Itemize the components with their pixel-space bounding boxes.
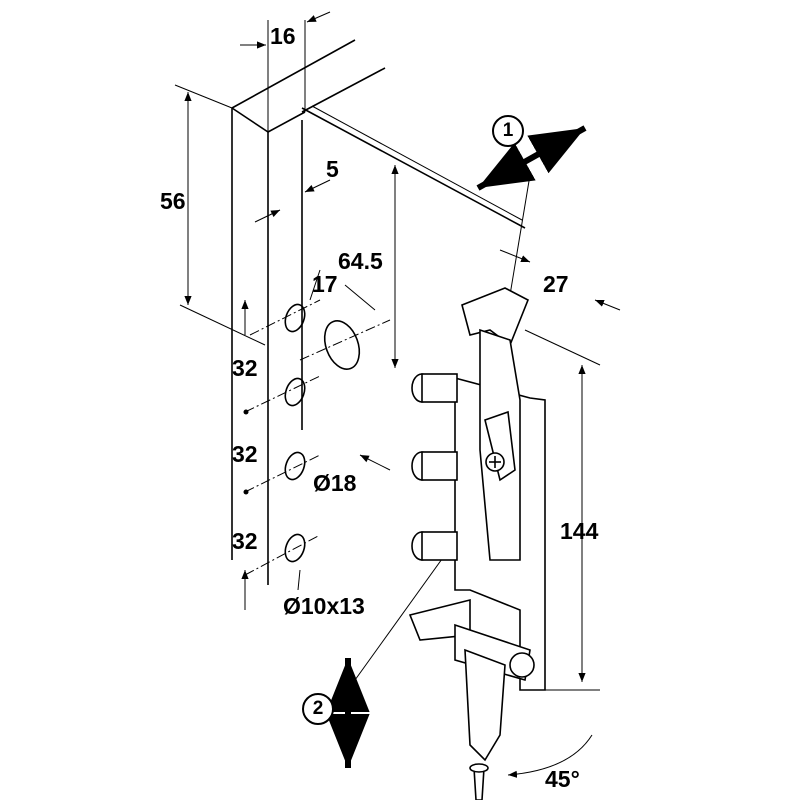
dim-pitch-3: 32 (232, 528, 258, 554)
callout-2: 2 (302, 693, 334, 725)
callout-1: 1 (492, 115, 524, 147)
dim-pitch-1: 32 (232, 355, 258, 381)
mounting-holes (243, 299, 391, 576)
dim-pitch-2: 32 (232, 441, 258, 467)
dim-56: 56 (160, 188, 186, 214)
dim-bore-diameter: Ø18 (313, 470, 357, 496)
dim-64-5: 64.5 (338, 248, 383, 274)
dimension-lines (174, 11, 621, 691)
dim-17: 17 (312, 271, 338, 297)
dim-hole-size: Ø10x13 (283, 593, 365, 619)
dim-27: 27 (543, 271, 569, 297)
cabinet-panel (231, 39, 526, 585)
hinge-mechanism (408, 287, 546, 800)
dim-panel-thickness: 16 (270, 23, 296, 49)
dim-5: 5 (326, 156, 339, 182)
dim-angle: 45° (545, 766, 580, 792)
dim-hinge-height: 144 (560, 518, 599, 544)
